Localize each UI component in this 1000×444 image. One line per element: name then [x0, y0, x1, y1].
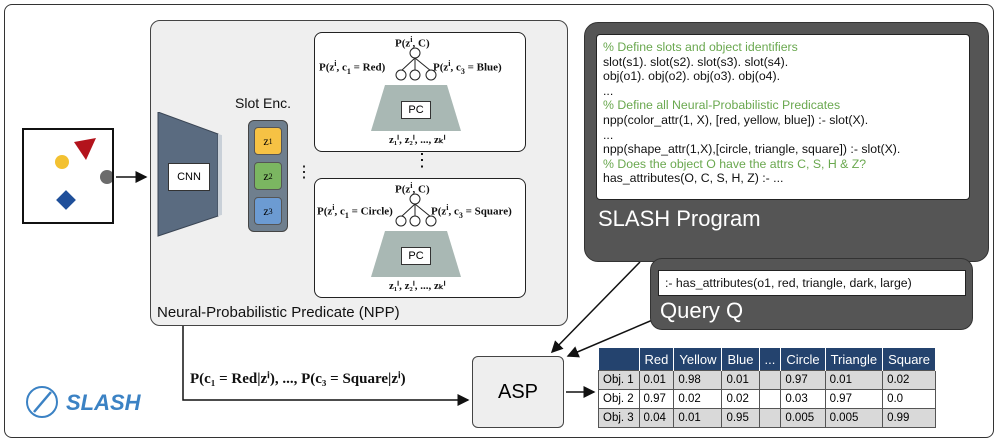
table-cell: 0.97 [824, 389, 884, 409]
table-header: Yellow [673, 348, 723, 371]
table-cell: Obj. 1 [598, 370, 640, 390]
table-cell: Obj. 2 [598, 389, 640, 409]
table-header: Triangle [825, 348, 884, 371]
slot-ellipsis: ⋮ [296, 164, 312, 181]
code-line: slot(s1). slot(s2). slot(s3). slot(s4). [603, 54, 789, 69]
npp-output-probabilities: P(c₁ = Red|zⁱ), ..., P(c₃ = Square|zⁱ) [190, 371, 406, 387]
table-cell: 0.98 [673, 370, 723, 390]
pc-top-label: PC [401, 101, 431, 119]
pc-top-left-label: P(zi, c1 = Red) [319, 59, 386, 76]
table-header: ... [759, 348, 782, 371]
table-row: Obj. 1 0.01 0.98 0.01 0.97 0.01 0.02 [598, 370, 936, 390]
table-cell: 0.03 [780, 389, 826, 409]
table-cell: 0.99 [882, 408, 936, 428]
logo-text: SLASH [66, 390, 141, 415]
program-code: % Define slots and object identifiers sl… [596, 34, 970, 200]
pc-circuit-bottom: P(zi, C) P(zi, c1 = Circle) P(zi, c3 = S… [314, 178, 526, 298]
asp-solver: ASP [472, 356, 564, 428]
code-line: % Define all Neural-Probabilistic Predic… [603, 98, 841, 113]
table-header [598, 348, 640, 371]
table-cell: 0.01 [638, 370, 675, 390]
table-cell: 0.02 [882, 370, 936, 390]
table-cell: 0.97 [638, 389, 675, 409]
pc-top-right-label: P(zi, c3 = Blue) [433, 59, 502, 76]
table-cell [758, 370, 782, 390]
code-line: % Define slots and object identifiers [603, 40, 798, 54]
pc-bottom-left-label: P(zi, c1 = Circle) [317, 203, 393, 220]
code-line: % Does the object O have the attrs C, S,… [603, 156, 867, 171]
pc-bottom-right-label: P(zi, c3 = Square) [431, 203, 512, 220]
table-cell: 0.02 [721, 389, 760, 409]
yellow-circle-object [55, 155, 69, 169]
code-line: has_attributes(O, C, S, H, Z) :- ... [603, 171, 784, 186]
table-cell: Obj. 3 [598, 408, 640, 428]
table-cell: 0.005 [824, 408, 884, 428]
slot-encoder-label: Slot Enc. [235, 95, 292, 111]
pc-top-leaves: z₁ⁱ, z₂ⁱ, ..., zₖⁱ [389, 134, 446, 146]
table-cell [758, 389, 782, 409]
table-cell: 0.01 [673, 408, 723, 428]
pc-circuit-top: P(zi, C) P(zi, c1 = Red) P(zi, c3 = Blue… [314, 32, 526, 152]
npp-label: Neural-Probabilistic Predicate (NPP) [157, 304, 400, 321]
table-row: Obj. 3 0.04 0.01 0.95 0.005 0.005 0.99 [598, 408, 936, 428]
figure-frame [4, 4, 994, 438]
asp-label: ASP [497, 380, 539, 403]
table-cell: 0.04 [638, 408, 675, 428]
table-header: Square [882, 348, 936, 371]
table-cell [758, 408, 782, 428]
pc-top-root-label: P(zi, C) [395, 35, 430, 50]
code-line: ... [603, 83, 614, 98]
table-cell: 0.0 [882, 389, 936, 409]
query-text: :- has_attributes(o1, red, triangle, dar… [658, 270, 966, 296]
table-header-row: Red Yellow Blue ... Circle Triangle Squa… [598, 348, 936, 371]
code-line: ... [603, 127, 614, 142]
table-header: Circle [780, 348, 826, 371]
table-cell: 0.02 [673, 389, 723, 409]
result-table: Red Yellow Blue ... Circle Triangle Squa… [598, 348, 936, 428]
query-title: Query Q [660, 298, 744, 323]
code-line: obj(o1). obj(o2). obj(o3). obj(o4). [603, 69, 781, 84]
table-cell: 0.01 [721, 370, 760, 390]
pc-bottom-root-label: P(zi, C) [395, 181, 430, 196]
table-cell: 0.97 [780, 370, 826, 390]
cnn-label: CNN [168, 163, 210, 191]
red-triangle-object [74, 138, 96, 160]
table-cell: 0.005 [780, 408, 826, 428]
pc-vertical-ellipsis: ⋮ [413, 150, 431, 170]
gray-circle-object [100, 170, 112, 184]
table-header: Blue [721, 348, 760, 371]
code-line: npp(color_attr(1, X), [red, yellow, blue… [603, 112, 869, 127]
code-line: npp(shape_attr(1,X),[circle, triangle, s… [603, 142, 901, 157]
program-title: SLASH Program [598, 206, 761, 231]
pc-bottom-leaves: z₁ⁱ, z₂ⁱ, ..., zₖⁱ [389, 280, 446, 292]
input-image [22, 128, 114, 224]
table-row: Obj. 2 0.97 0.02 0.02 0.03 0.97 0.0 [598, 389, 936, 409]
table-cell: 0.95 [721, 408, 760, 428]
table-cell: 0.01 [824, 370, 884, 390]
pc-bottom-label: PC [401, 247, 431, 265]
table-header: Red [639, 348, 675, 371]
